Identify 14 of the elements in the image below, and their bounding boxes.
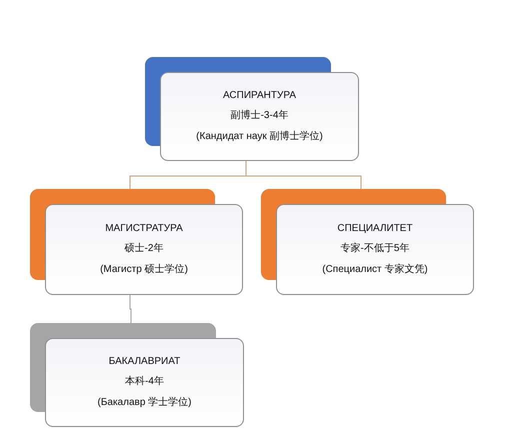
level-title: МАГИСТРАТУРА bbox=[105, 223, 183, 234]
degree-text: (Специалист 专家文凭) bbox=[322, 262, 428, 276]
connector-line bbox=[130, 294, 132, 324]
degree-text: (Бакалавр 学士学位) bbox=[98, 396, 192, 409]
level-title: АСПИРАНТУРА bbox=[222, 90, 296, 101]
degree-text: (Магистр 硕士学位) bbox=[100, 262, 188, 276]
connector-line bbox=[246, 160, 362, 190]
duration-text: 副博士-3-4年 bbox=[230, 108, 288, 122]
duration-text: 本科-4年 bbox=[125, 374, 164, 388]
level-title: БАКАЛАВРИАТ bbox=[108, 356, 180, 367]
degree-text: (Кандидат наук 副博士学位) bbox=[196, 130, 323, 143]
duration-text: 硕士-2年 bbox=[124, 242, 164, 255]
level-title: СПЕЦИАЛИТЕТ bbox=[337, 223, 413, 234]
duration-text: 专家-不低于5年 bbox=[340, 242, 410, 255]
